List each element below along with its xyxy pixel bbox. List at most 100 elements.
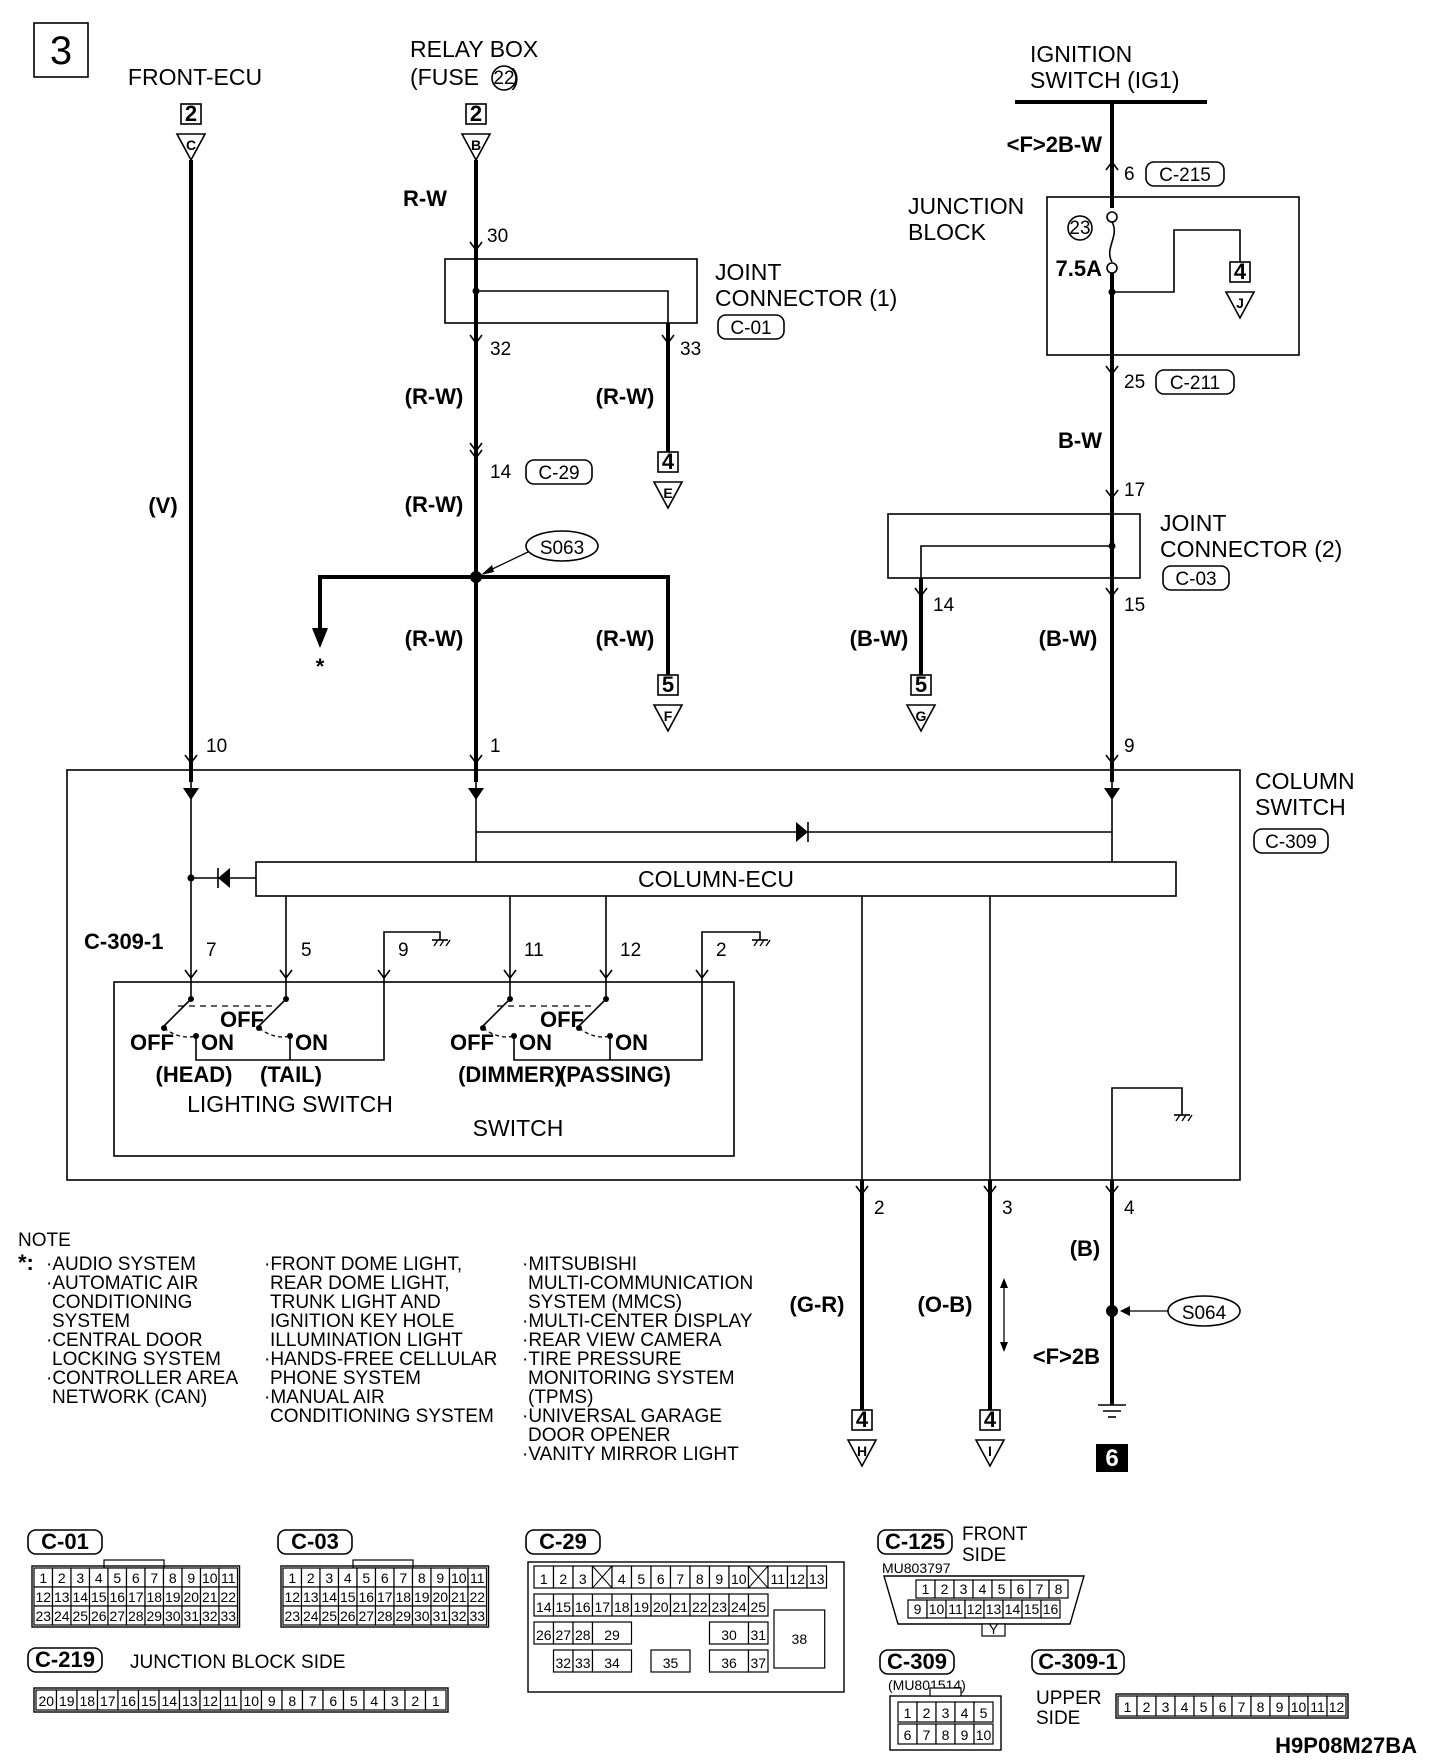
ground-ref-box bbox=[1096, 1444, 1128, 1472]
svg-text:9: 9 bbox=[268, 1693, 276, 1709]
svg-text:32: 32 bbox=[451, 1608, 467, 1624]
column-ecu-box bbox=[255, 861, 1177, 897]
sub-connector-c309-1: C-309-1 bbox=[84, 929, 163, 954]
wire-label-bw-g: (B-W) bbox=[850, 626, 909, 651]
svg-text:20: 20 bbox=[432, 1589, 448, 1605]
note-column-1: ·AUDIO SYSTEM ·AUTOMATIC AIR CONDITIONIN… bbox=[46, 1254, 238, 1408]
svg-text:38: 38 bbox=[792, 1631, 808, 1647]
cs-pin-1: 1 bbox=[490, 736, 501, 757]
svg-text:10: 10 bbox=[202, 1570, 218, 1586]
relay-box-terminal: 2 bbox=[470, 101, 482, 126]
connector-c3091-label: C-309-1 bbox=[1038, 1649, 1117, 1674]
dimmer-off-label: OFF bbox=[450, 1030, 494, 1055]
svg-text:1: 1 bbox=[39, 1570, 47, 1586]
svg-text:7: 7 bbox=[1036, 1581, 1044, 1597]
svg-text:12: 12 bbox=[284, 1589, 300, 1605]
relay-pin-14: 14 bbox=[490, 462, 512, 483]
svg-text:23: 23 bbox=[284, 1608, 300, 1624]
svg-text:14: 14 bbox=[1005, 1601, 1021, 1617]
svg-text:29: 29 bbox=[604, 1627, 620, 1643]
passing-off-label: OFF bbox=[540, 1007, 584, 1032]
svg-text:3: 3 bbox=[76, 1570, 84, 1586]
svg-text:Y: Y bbox=[989, 1621, 999, 1637]
relay-box-label: RELAY BOX bbox=[410, 36, 538, 62]
offpage-i-letter: I bbox=[988, 1443, 992, 1459]
svg-text:11: 11 bbox=[1310, 1699, 1325, 1715]
jc2-connector: C-03 bbox=[1175, 569, 1216, 590]
jc1-pin-out1: 32 bbox=[490, 339, 511, 360]
page-number: 3 bbox=[50, 29, 72, 73]
svg-text:16: 16 bbox=[120, 1693, 136, 1709]
svg-text:·CENTRAL DOOR: ·CENTRAL DOOR bbox=[46, 1330, 203, 1351]
svg-text:8: 8 bbox=[942, 1727, 950, 1743]
svg-text:·AUTOMATIC AIR: ·AUTOMATIC AIR bbox=[46, 1273, 198, 1294]
jc1-pin-in: 30 bbox=[487, 226, 508, 247]
svg-text:26: 26 bbox=[536, 1627, 552, 1643]
svg-text:11: 11 bbox=[948, 1601, 963, 1617]
note-column-2: ·FRONT DOME LIGHT, REAR DOME LIGHT, TRUN… bbox=[264, 1254, 497, 1427]
jb-in-pin: 6 bbox=[1124, 164, 1135, 185]
svg-text:30: 30 bbox=[414, 1608, 430, 1624]
cs-lower-pin-12: 12 bbox=[620, 940, 641, 961]
connector-c125-side1: FRONT bbox=[962, 1524, 1028, 1545]
wire-label-rw-3: (R-W) bbox=[405, 626, 464, 651]
svg-text:2: 2 bbox=[941, 1581, 949, 1597]
svg-text:7: 7 bbox=[923, 1727, 931, 1743]
svg-text:20: 20 bbox=[653, 1599, 669, 1615]
connector-c219-side: JUNCTION BLOCK SIDE bbox=[130, 1652, 345, 1673]
svg-text:LOCKING SYSTEM: LOCKING SYSTEM bbox=[52, 1349, 221, 1370]
connector-c3091-side1: UPPER bbox=[1036, 1688, 1101, 1709]
svg-text:21: 21 bbox=[672, 1599, 688, 1615]
figure-code: H9P08M27BA bbox=[1275, 1733, 1417, 1758]
jb-out-pin: 25 bbox=[1124, 372, 1145, 393]
svg-text:6: 6 bbox=[1017, 1581, 1025, 1597]
svg-text:2: 2 bbox=[307, 1570, 315, 1586]
svg-text:8: 8 bbox=[169, 1570, 177, 1586]
tail-on-label: ON bbox=[295, 1030, 328, 1055]
svg-text:12: 12 bbox=[967, 1601, 983, 1617]
connector-c125-side2: SIDE bbox=[962, 1545, 1006, 1566]
svg-text:·MANUAL AIR: ·MANUAL AIR bbox=[264, 1387, 385, 1408]
svg-text:31: 31 bbox=[750, 1627, 766, 1643]
svg-text:3: 3 bbox=[579, 1571, 587, 1587]
svg-text:18: 18 bbox=[79, 1693, 95, 1709]
svg-text:10: 10 bbox=[1291, 1699, 1307, 1715]
svg-text:25: 25 bbox=[321, 1608, 337, 1624]
svg-text:13: 13 bbox=[986, 1601, 1002, 1617]
svg-text:12: 12 bbox=[35, 1589, 51, 1605]
cs-out-pin-4: 4 bbox=[1124, 1198, 1135, 1219]
svg-text:7: 7 bbox=[309, 1693, 317, 1709]
svg-text:2: 2 bbox=[1143, 1699, 1151, 1715]
svg-text:SYSTEM: SYSTEM bbox=[52, 1311, 130, 1332]
svg-text:·VANITY MIRROR LIGHT: ·VANITY MIRROR LIGHT bbox=[522, 1444, 739, 1465]
svg-text:29: 29 bbox=[395, 1608, 411, 1624]
connector-c03-label: C-03 bbox=[291, 1529, 339, 1554]
svg-text:CONDITIONING SYSTEM: CONDITIONING SYSTEM bbox=[270, 1406, 494, 1427]
svg-text:21: 21 bbox=[451, 1589, 467, 1605]
junction-block-label: JUNCTION bbox=[908, 193, 1024, 219]
svg-text:17: 17 bbox=[100, 1693, 116, 1709]
svg-text:MULTI-COMMUNICATION: MULTI-COMMUNICATION bbox=[528, 1273, 753, 1294]
wire-label-bw: B-W bbox=[1058, 428, 1102, 453]
svg-text:6: 6 bbox=[657, 1571, 665, 1587]
svg-text:IGNITION KEY HOLE: IGNITION KEY HOLE bbox=[270, 1311, 454, 1332]
svg-text:26: 26 bbox=[340, 1608, 356, 1624]
svg-text:·TIRE PRESSURE: ·TIRE PRESSURE bbox=[522, 1349, 681, 1370]
column-switch-label-2: SWITCH bbox=[1255, 794, 1346, 820]
svg-text:1: 1 bbox=[540, 1571, 548, 1587]
svg-text:36: 36 bbox=[721, 1655, 737, 1671]
svg-text:21: 21 bbox=[202, 1589, 218, 1605]
jc1-label: JOINT bbox=[715, 259, 781, 285]
svg-text:TRUNK LIGHT AND: TRUNK LIGHT AND bbox=[270, 1292, 441, 1313]
wire-label-rw-2: (R-W) bbox=[405, 492, 464, 517]
wire-label-ig-top: <F>2B-W bbox=[1007, 132, 1103, 157]
svg-text:19: 19 bbox=[59, 1693, 75, 1709]
svg-text:18: 18 bbox=[395, 1589, 411, 1605]
svg-text:15: 15 bbox=[555, 1599, 571, 1615]
front-ecu-connector: C bbox=[186, 137, 196, 153]
svg-text:13: 13 bbox=[182, 1693, 198, 1709]
svg-text:5: 5 bbox=[350, 1693, 358, 1709]
svg-text:13: 13 bbox=[303, 1589, 319, 1605]
